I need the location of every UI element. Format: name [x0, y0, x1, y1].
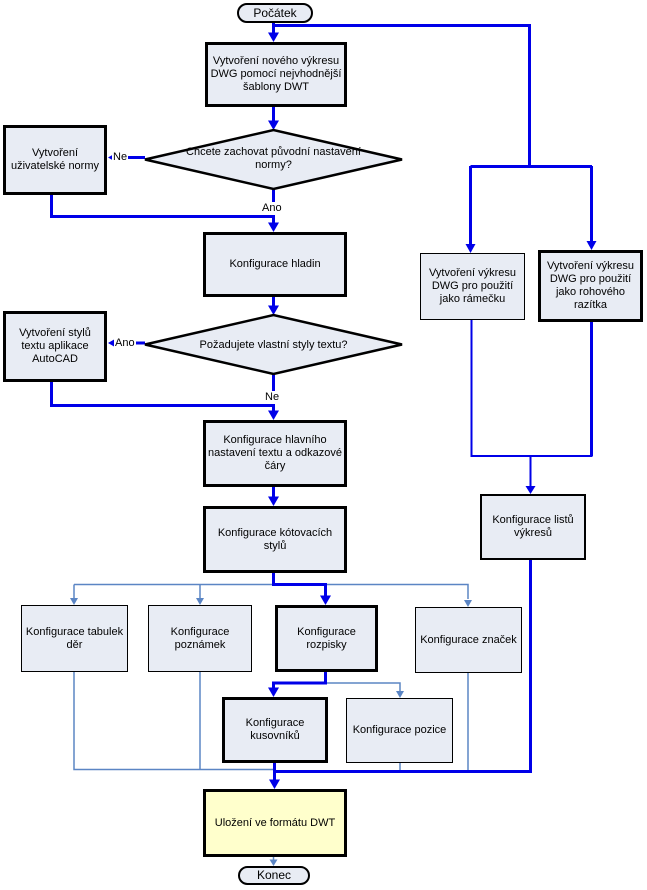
- node-acad-text-styles: Vytvoření stylů textu aplikace AutoCAD: [3, 311, 107, 382]
- node-balloons: Konfigurace pozice: [346, 698, 453, 763]
- edge-label-ano-2: Ano: [114, 337, 136, 350]
- node-parts-lists: Konfigurace kusovníků: [222, 697, 328, 763]
- arrowhead-into-end: [269, 859, 278, 866]
- start-node: Počátek: [237, 3, 313, 23]
- arrowhead-into-dim-styles: [268, 496, 279, 506]
- edge-hole-tables-out: [73, 672, 274, 771]
- node-user-norm: Vytvoření uživatelské normy: [3, 125, 107, 195]
- arrowhead-into-create: [268, 32, 279, 42]
- edge-to-parts-lists: [272, 672, 327, 688]
- arrowhead-into-sheets: [525, 486, 536, 494]
- node-symbols: Konfigurace značek: [415, 607, 522, 673]
- node-create-new-dwg: Vytvoření nového výkresu DWG pomocí nejv…: [205, 42, 347, 107]
- arrowhead-into-decision1: [268, 120, 279, 130]
- edge-label-ne-1: Ne: [112, 151, 129, 164]
- arrowhead-into-layers: [268, 222, 279, 232]
- arrowhead-into-save: [269, 779, 280, 789]
- arrowhead-into-stamp-dwg: [586, 241, 597, 250]
- decision-norm-diamond: [144, 128, 403, 191]
- secondary-connector-group: [73, 583, 469, 860]
- arrowhead-into-notes: [196, 598, 204, 605]
- main-connector-group: [50, 21, 593, 780]
- node-save-dwt: Uložení ve formátu DWT: [203, 789, 347, 857]
- arrowhead-into-hole-tables: [70, 598, 78, 605]
- edge-to-title-block: [272, 573, 327, 596]
- arrowhead-into-decision2: [268, 305, 279, 315]
- arrowhead-into-parts-lists: [268, 687, 279, 697]
- node-dim-styles: Konfigurace kótovacích stylů: [203, 506, 347, 573]
- medium-connector-group: [470, 320, 593, 487]
- decision-text-label: Požadujete vlastní styly textu?: [199, 338, 348, 351]
- secondary-arrowhead-group: [70, 598, 472, 866]
- decision-text-diamond: [144, 313, 403, 376]
- arrowhead-into-balloons: [396, 691, 404, 698]
- decision-norm-label: Chcete zachovat původní nastavení normy?: [186, 146, 361, 171]
- edge-user-norm-out: [50, 195, 274, 218]
- node-title-block: Konfigurace rozpisky: [275, 605, 378, 672]
- arrowhead-into-title-block: [320, 595, 331, 605]
- edge-branch-to-balloons: [326, 682, 401, 691]
- edge-branch-to-symbols: [326, 583, 469, 599]
- node-main-text-settings: Konfigurace hlavního nastavení textu a o…: [203, 420, 347, 487]
- arrowhead-into-main-text: [268, 410, 279, 420]
- decision-group: [144, 128, 403, 376]
- node-layers: Konfigurace hladin: [203, 232, 347, 297]
- node-stamp-dwg: Vytvoření výkresu DWG pro použití jako r…: [538, 250, 643, 322]
- node-border-dwg: Vytvoření výkresu DWG pro použití jako r…: [420, 253, 525, 320]
- edge-sheets-out: [274, 560, 532, 773]
- end-node: Konec: [238, 866, 310, 885]
- edge-acad-styles-out: [50, 382, 274, 407]
- node-hole-tables: Konfigurace tabulek děr: [21, 605, 128, 672]
- edge-label-ano-1: Ano: [261, 202, 283, 215]
- arrowhead-into-symbols: [464, 600, 472, 607]
- arrowhead-into-border-dwg: [465, 244, 476, 253]
- edge-label-ne-2: Ne: [264, 391, 281, 404]
- node-sheets: Konfigurace listů výkresů: [480, 494, 586, 560]
- edge-start-branch-right: [273, 24, 531, 168]
- node-notes: Konfigurace poznámek: [148, 605, 252, 672]
